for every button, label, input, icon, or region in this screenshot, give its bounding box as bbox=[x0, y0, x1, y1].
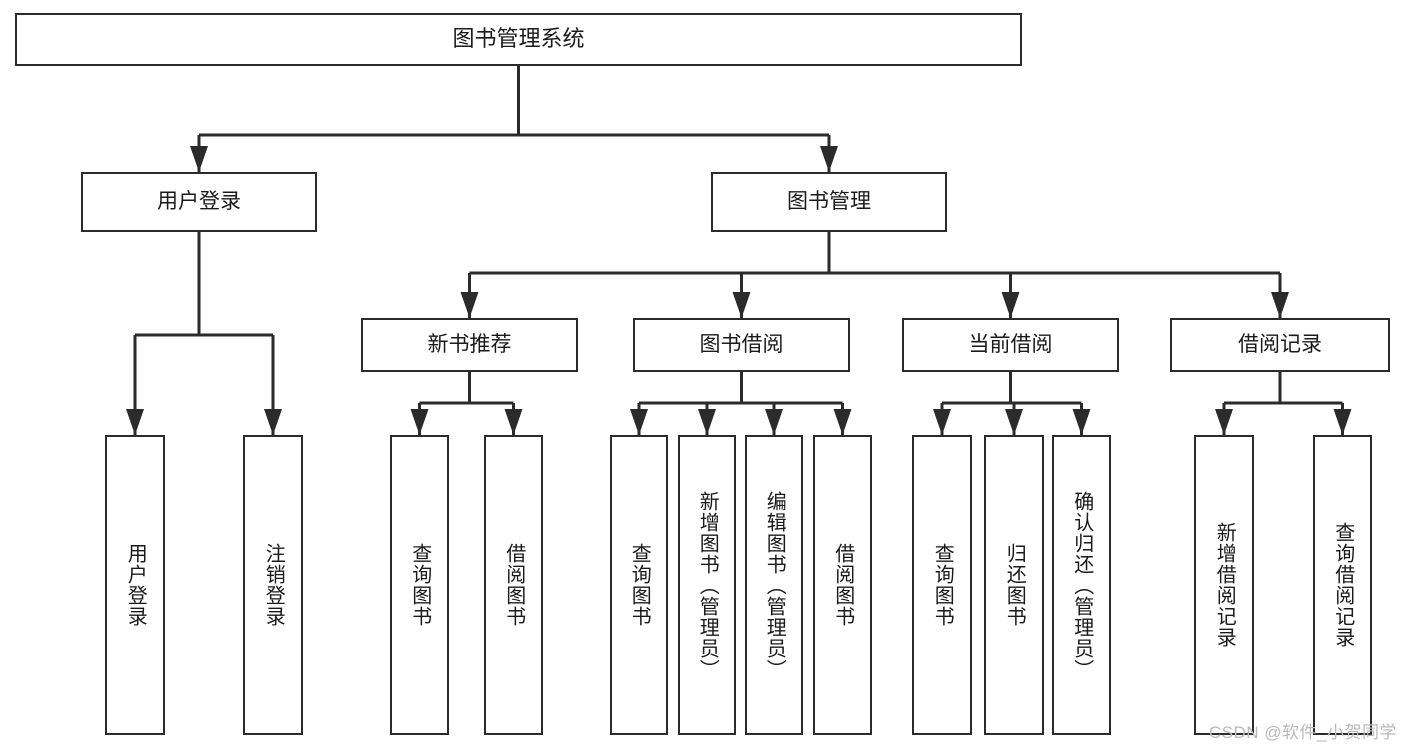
watermark: CSDN @软件_小贺同学 bbox=[1208, 723, 1397, 742]
node-borrow-record[interactable]: 借阅记录 bbox=[1170, 318, 1390, 372]
node-label: 确认归还（管理员） bbox=[1070, 490, 1093, 680]
node-leaf-borrow-edit[interactable]: 编辑图书（管理员） bbox=[745, 435, 803, 735]
node-leaf-cur-confirm[interactable]: 确认归还（管理员） bbox=[1052, 435, 1111, 735]
node-label: 归还图书 bbox=[1003, 543, 1026, 627]
node-leaf-user-logout[interactable]: 注销登录 bbox=[243, 435, 303, 735]
node-label: 查询图书 bbox=[408, 543, 431, 627]
node-leaf-rec-query[interactable]: 查询图书 bbox=[390, 435, 449, 735]
node-leaf-user-login[interactable]: 用户登录 bbox=[105, 435, 165, 735]
node-label: 新增图书（管理员） bbox=[696, 490, 719, 680]
node-leaf-borrow-add[interactable]: 新增图书（管理员） bbox=[678, 435, 736, 735]
node-label: 图书管理 bbox=[787, 190, 871, 214]
node-root[interactable]: 图书管理系统 bbox=[15, 13, 1022, 66]
node-label: 查询图书 bbox=[931, 543, 954, 627]
node-leaf-rec-add[interactable]: 新增借阅记录 bbox=[1194, 435, 1254, 735]
node-label: 借阅记录 bbox=[1238, 333, 1322, 357]
node-leaf-rec-borrow[interactable]: 借阅图书 bbox=[484, 435, 543, 735]
node-label: 借阅图书 bbox=[502, 543, 525, 627]
node-book-borrow[interactable]: 图书借阅 bbox=[633, 318, 850, 372]
node-label: 当前借阅 bbox=[968, 333, 1053, 357]
node-label: 查询图书 bbox=[628, 543, 651, 627]
node-label: 新增借阅记录 bbox=[1213, 522, 1236, 648]
node-label: 图书借阅 bbox=[699, 333, 784, 357]
node-label: 注销登录 bbox=[262, 543, 285, 627]
node-label: 查询借阅记录 bbox=[1331, 522, 1354, 648]
node-label: 编辑图书（管理员） bbox=[763, 490, 786, 680]
node-leaf-cur-return[interactable]: 归还图书 bbox=[984, 435, 1044, 735]
node-current-borrow[interactable]: 当前借阅 bbox=[902, 318, 1119, 372]
node-user-login[interactable]: 用户登录 bbox=[81, 172, 317, 232]
node-label: 用户登录 bbox=[124, 543, 147, 627]
node-label: 新书推荐 bbox=[427, 333, 512, 357]
node-label: 借阅图书 bbox=[831, 543, 854, 627]
node-leaf-borrow-lend[interactable]: 借阅图书 bbox=[813, 435, 872, 735]
node-leaf-borrow-query[interactable]: 查询图书 bbox=[610, 435, 668, 735]
node-label: 用户登录 bbox=[157, 190, 241, 214]
node-leaf-cur-query[interactable]: 查询图书 bbox=[912, 435, 972, 735]
node-new-book-rec[interactable]: 新书推荐 bbox=[361, 318, 578, 372]
node-book-manage[interactable]: 图书管理 bbox=[711, 172, 947, 232]
node-leaf-rec-query2[interactable]: 查询借阅记录 bbox=[1313, 435, 1372, 735]
node-label: 图书管理系统 bbox=[452, 26, 585, 52]
